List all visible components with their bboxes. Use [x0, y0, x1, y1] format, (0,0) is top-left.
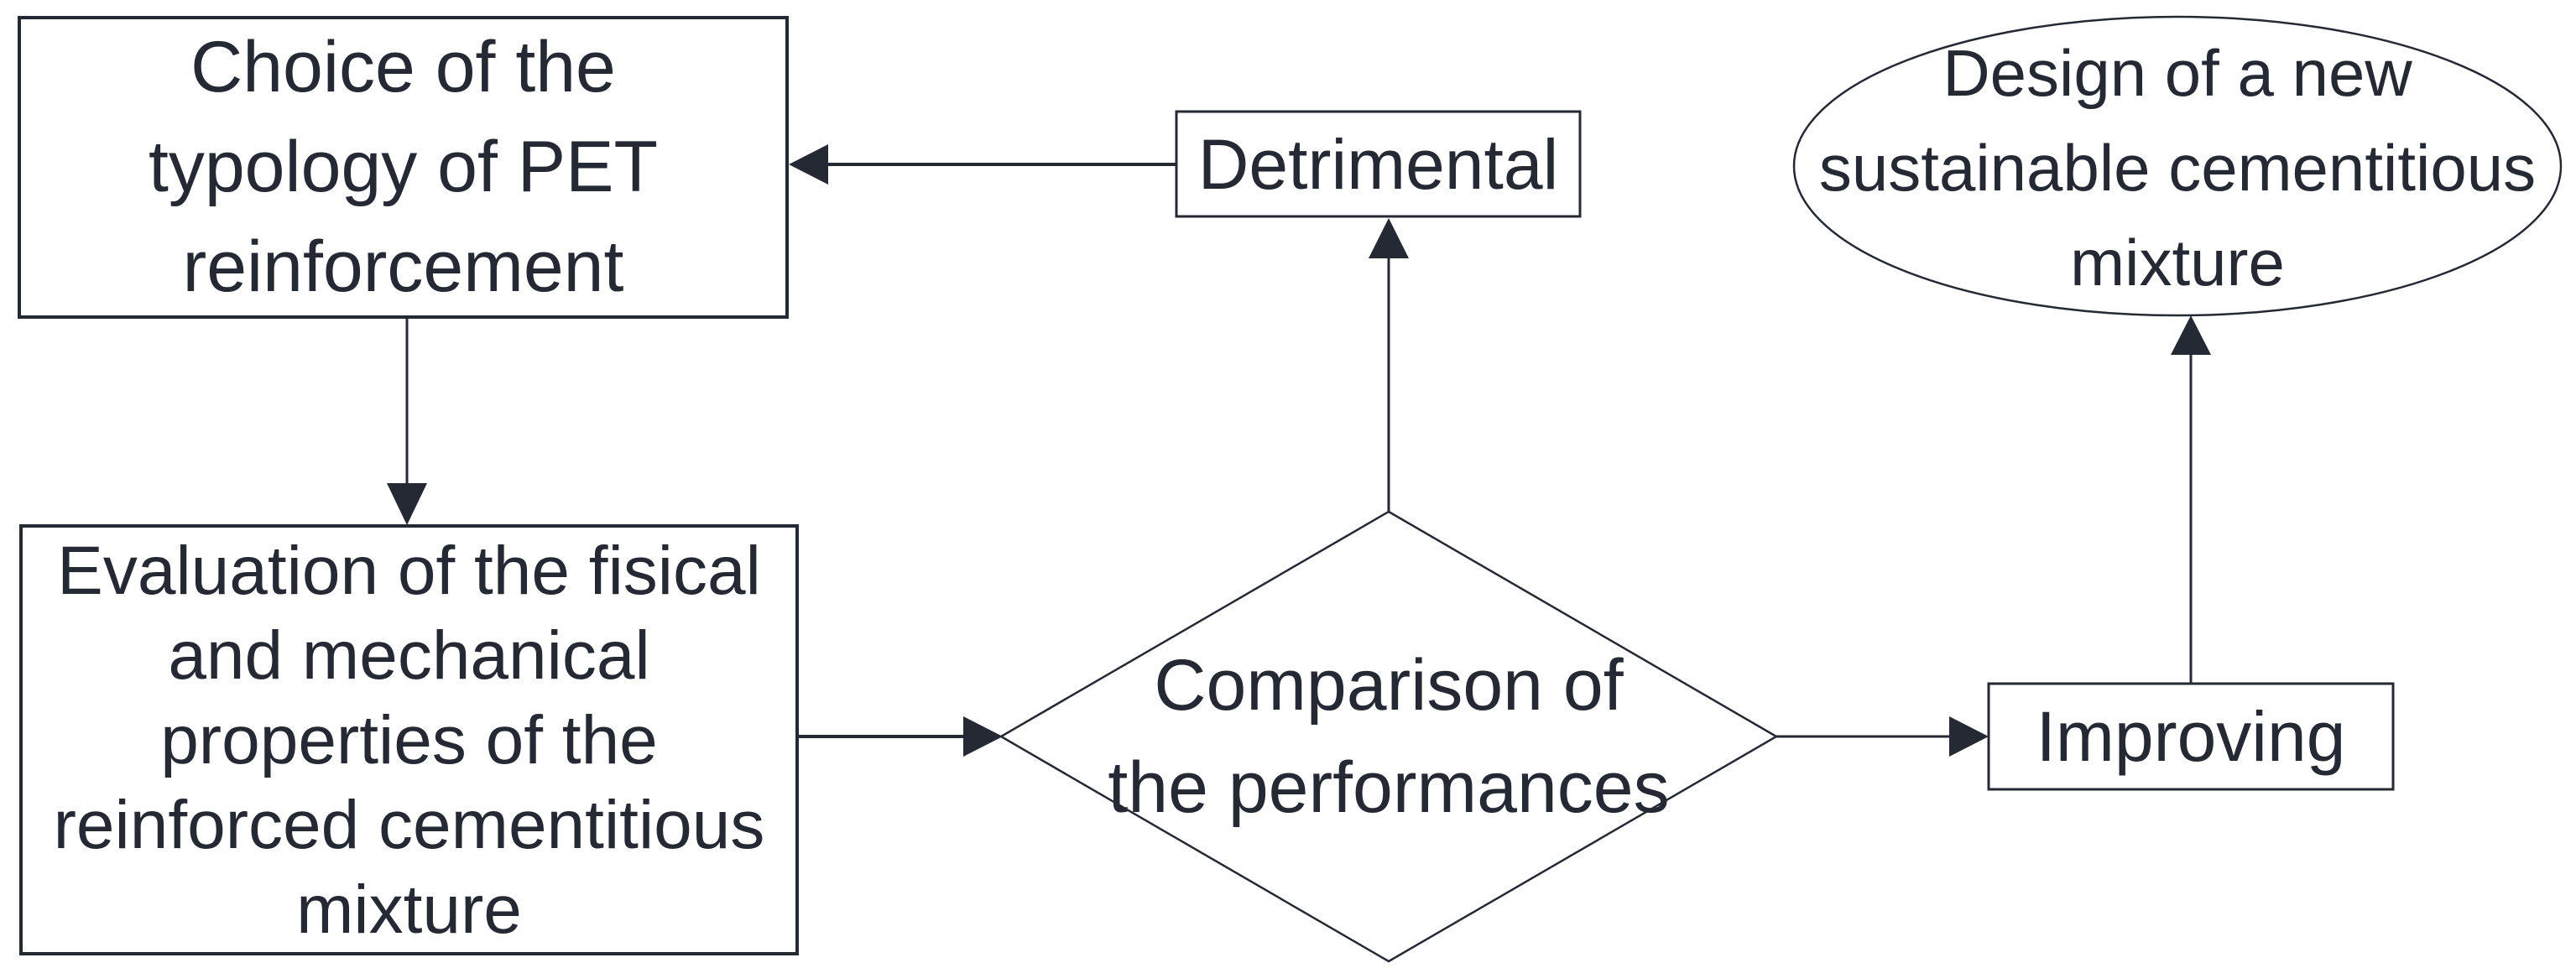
comparison-decision-diamond	[999, 510, 1779, 963]
arrow-evaluation-to-comparison	[799, 716, 1003, 757]
arrow-detrimental-to-choice	[789, 144, 1176, 185]
arrow-comparison-to-detrimental	[1369, 218, 1409, 512]
arrow-improving-to-design	[2171, 315, 2211, 684]
arrow-choice-to-evaluation	[387, 319, 427, 525]
choice-node-box	[18, 16, 789, 319]
detrimental-node-box	[1175, 110, 1582, 218]
design-terminal-ellipse	[1792, 15, 2563, 317]
evaluation-node-box	[19, 524, 799, 955]
improving-node-box	[1987, 682, 2395, 791]
arrow-comparison-to-improving	[1776, 716, 1989, 757]
